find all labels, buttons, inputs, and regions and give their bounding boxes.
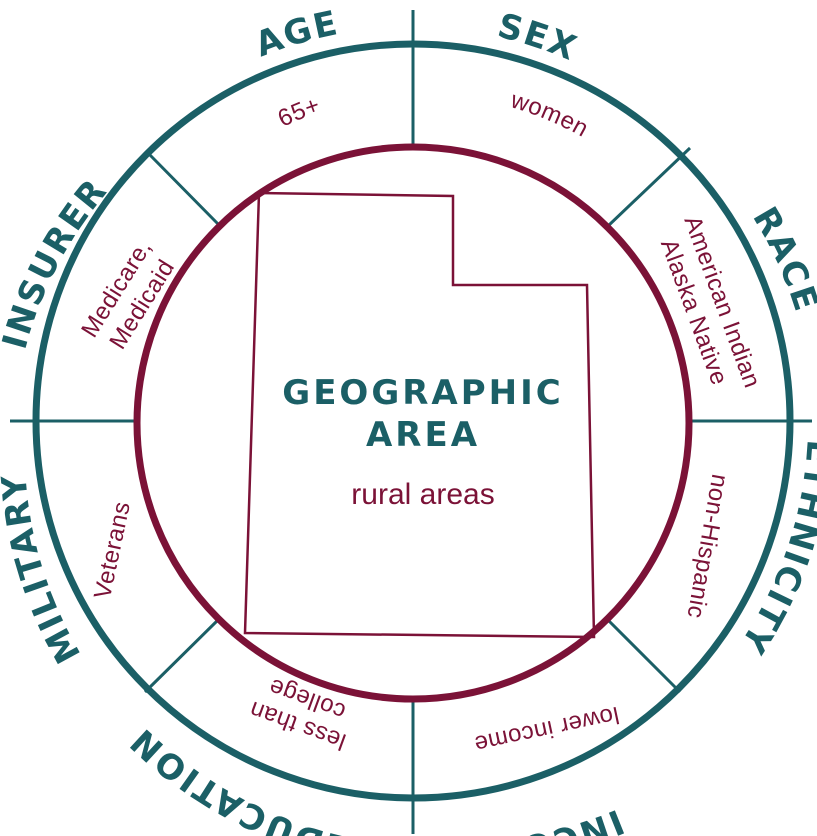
value-education-group: less than college (246, 673, 350, 755)
value-military-group: Veterans (89, 499, 136, 601)
category-sex: SEX (494, 6, 584, 69)
category-ethnicity: ETHNICITY (732, 438, 817, 661)
state-outline (243, 191, 596, 639)
value-sex: women (507, 86, 593, 142)
value-military: Veterans (89, 499, 136, 601)
value-age: 65+ (274, 92, 324, 133)
center-title-line1: GEOGRAPHIC (282, 373, 563, 413)
category-income: INCOME (458, 801, 630, 836)
divider-ethnicity-income (604, 616, 682, 694)
divider-insurer-age (146, 151, 222, 228)
inner-ring (133, 143, 693, 703)
divider-sex-race (606, 146, 692, 228)
center-subtitle: rural areas (351, 478, 494, 511)
divider-education-military (143, 616, 222, 694)
value-race-group: American Indian Alaska Native (655, 212, 766, 391)
value-ethnicity: non-Hispanic (681, 472, 733, 621)
value-ethnicity-group: non-Hispanic (681, 472, 733, 621)
center-title-line2: AREA (366, 415, 480, 455)
segment-dividers (10, 10, 812, 834)
